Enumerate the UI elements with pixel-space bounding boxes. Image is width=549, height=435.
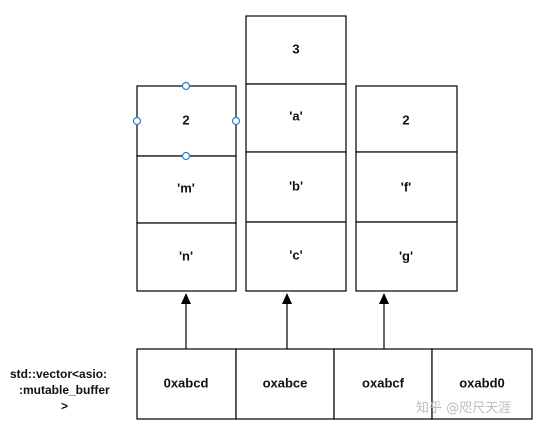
pointer-arrows: [181, 293, 389, 349]
buffer-3-cell-2: [355, 221, 458, 292]
vector-cell-3: [431, 348, 533, 420]
buffer-1-value-2: 'n': [179, 248, 193, 263]
vector-label-line-2: :mutable_buffer: [19, 383, 110, 397]
vector-cell-0: [136, 348, 237, 420]
buffer-2-value-2: 'b': [289, 178, 303, 193]
buffer-1-value-1: 'm': [177, 180, 195, 195]
buffer-2-value-0: 3: [292, 41, 299, 56]
watermark: 知乎 @咫尺天涯: [416, 400, 511, 416]
buffer-2-value-1: 'a': [289, 108, 302, 123]
buffer-column-3: 2 'f' 'g': [355, 85, 458, 292]
buffer-1-value-0: 2: [182, 112, 189, 127]
resize-handle-top[interactable]: [181, 81, 191, 91]
arrow-3-head: [379, 293, 389, 304]
buffer-2-value-3: 'c': [289, 247, 302, 262]
buffer-2-cell-3: [245, 221, 347, 292]
vector-address-2: oxabcf: [362, 375, 405, 390]
buffer-3-value-0: 2: [402, 112, 409, 127]
vector-label-line-1: std::vector<asio:: [10, 367, 107, 381]
arrow-1-head: [181, 293, 191, 304]
vector-address-3: oxabd0: [459, 375, 505, 390]
resize-handle-right[interactable]: [231, 116, 241, 126]
buffer-1-cell-1: [136, 155, 237, 224]
vector-row: 0xabcd oxabce oxabcf oxabd0: [136, 348, 533, 420]
resize-handle-bottom[interactable]: [181, 151, 191, 161]
buffer-column-2: 3 'a' 'b' 'c': [245, 15, 347, 292]
vector-type-label: std::vector<asio: :mutable_buffer >: [10, 367, 110, 413]
vector-label-line-3: >: [61, 399, 68, 413]
vector-cell-2: [333, 348, 433, 420]
resize-handle-left[interactable]: [132, 116, 142, 126]
vector-address-1: oxabce: [263, 375, 308, 390]
buffer-1-cell-0: [136, 85, 237, 157]
vector-cell-1: [235, 348, 335, 420]
buffer-2-cell-2: [245, 151, 347, 223]
vector-address-0: 0xabcd: [164, 375, 209, 390]
buffer-3-cell-0: [355, 85, 458, 153]
buffer-2-cell-0: [245, 15, 347, 85]
buffer-column-1: 2 'm' 'n': [132, 81, 241, 292]
buffer-3-value-1: 'f': [401, 179, 412, 194]
arrow-2-head: [282, 293, 292, 304]
buffer-3-value-2: 'g': [399, 248, 413, 263]
buffer-1-cell-2: [136, 222, 237, 292]
